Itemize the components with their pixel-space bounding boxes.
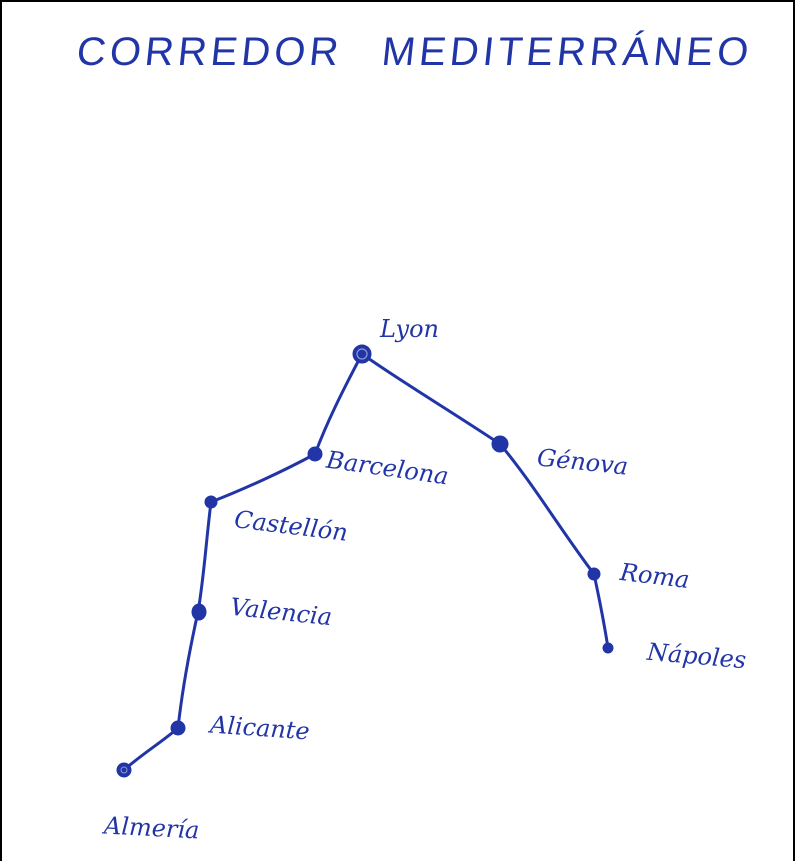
node-napoles <box>602 642 614 654</box>
node-barcelona <box>307 446 323 462</box>
route-line-western-branch <box>122 352 364 772</box>
node-valencia <box>191 603 207 621</box>
city-label-almeria: Almería <box>103 811 201 845</box>
node-genova <box>491 435 509 453</box>
city-label-lyon: Lyon <box>380 315 439 343</box>
node-alicante <box>170 720 186 736</box>
node-castellon <box>204 495 218 509</box>
route-line-eastern-branch <box>360 352 610 650</box>
node-almeria <box>116 762 132 778</box>
node-lyon <box>352 344 372 364</box>
node-roma <box>587 567 601 581</box>
